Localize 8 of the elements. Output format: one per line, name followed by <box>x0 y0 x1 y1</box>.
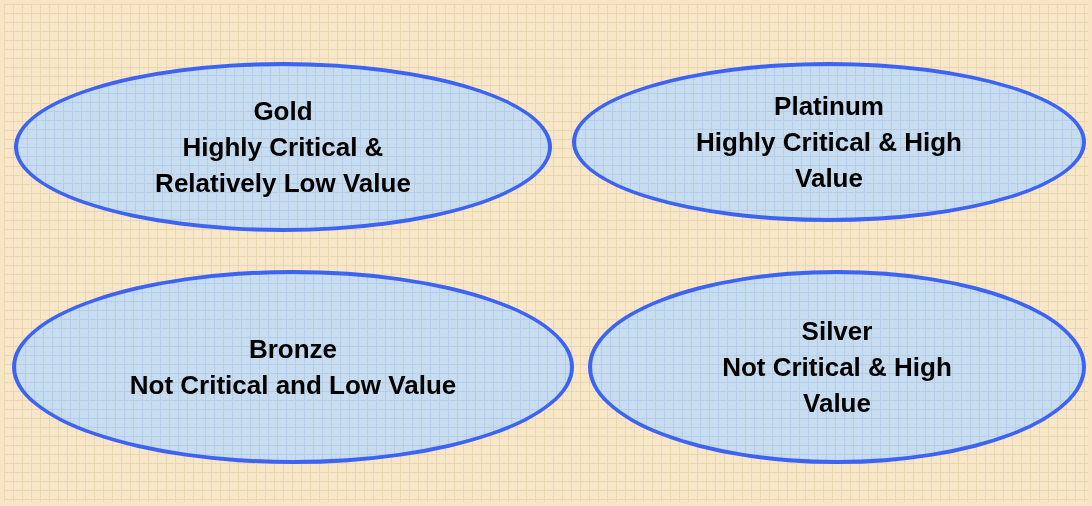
tier-title: Platinum <box>774 90 884 123</box>
tier-description: Highly Critical & Relatively Low Value <box>154 131 412 200</box>
tier-title: Gold <box>253 95 313 128</box>
tier-description: Not Critical & High Value <box>721 351 953 420</box>
tier-title: Bronze <box>248 333 338 366</box>
tier-description: Highly Critical & High Value <box>695 126 963 195</box>
tier-title: Silver <box>801 315 873 348</box>
tier-description: Not Critical and Low Value <box>129 369 457 402</box>
